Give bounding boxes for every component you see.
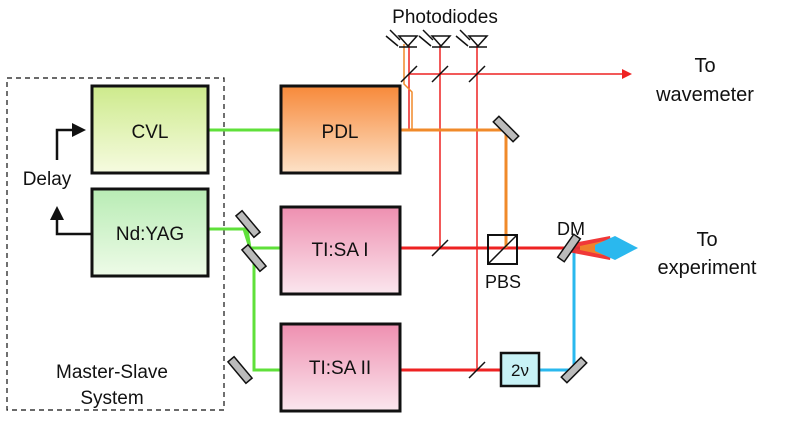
output-beam-arrow bbox=[568, 236, 638, 260]
pdl-box: PDL bbox=[279, 84, 402, 175]
tisa1-box: TI:SA I bbox=[279, 205, 402, 296]
photodiodes-label: Photodiodes bbox=[392, 7, 498, 28]
cvl-box: CVL bbox=[90, 84, 210, 175]
mirror-green-lower bbox=[240, 243, 268, 273]
master-slave-label-line2: System bbox=[80, 388, 143, 409]
mirror-blue-turn bbox=[560, 356, 588, 384]
mirror-pdl-turn bbox=[492, 115, 520, 143]
to-experiment-line2: experiment bbox=[658, 257, 757, 279]
photodiode-2-icon bbox=[418, 29, 452, 48]
master-slave-enclosure bbox=[6, 77, 225, 411]
doubler-label: 2ν bbox=[511, 361, 529, 380]
pbs-cube bbox=[487, 234, 518, 265]
blue-beams bbox=[540, 246, 612, 372]
frequency-doubler-box: 2ν bbox=[499, 351, 541, 388]
to-wavemeter-line2: wavemeter bbox=[655, 84, 754, 106]
delay-arrows bbox=[50, 123, 92, 236]
photodiode-1-icon bbox=[385, 29, 419, 48]
mirror-green-upper bbox=[234, 209, 262, 239]
dichroic-mirror bbox=[556, 233, 582, 263]
photodiodes bbox=[385, 29, 489, 48]
delay-label: Delay bbox=[23, 169, 72, 190]
ndyag-label: Nd:YAG bbox=[116, 224, 184, 245]
beam-pickoffs bbox=[400, 65, 486, 379]
tisa2-label: TI:SA II bbox=[309, 358, 371, 379]
photodiode-3-icon bbox=[455, 29, 489, 48]
to-wavemeter-line1: To bbox=[694, 55, 715, 77]
to-experiment-line1: To bbox=[696, 229, 717, 251]
tisa2-box: TI:SA II bbox=[279, 322, 402, 413]
ndyag-box: Nd:YAG bbox=[90, 187, 210, 278]
red-beams bbox=[400, 44, 632, 372]
pbs-label: PBS bbox=[485, 272, 521, 292]
dm-label: DM bbox=[557, 219, 585, 239]
mirror-green-bottom bbox=[226, 355, 254, 385]
tisa1-label: TI:SA I bbox=[311, 240, 368, 261]
master-slave-label-line1: Master-Slave bbox=[56, 362, 168, 383]
pdl-label: PDL bbox=[322, 122, 359, 143]
mirrors bbox=[226, 115, 588, 385]
cvl-label: CVL bbox=[132, 122, 169, 143]
